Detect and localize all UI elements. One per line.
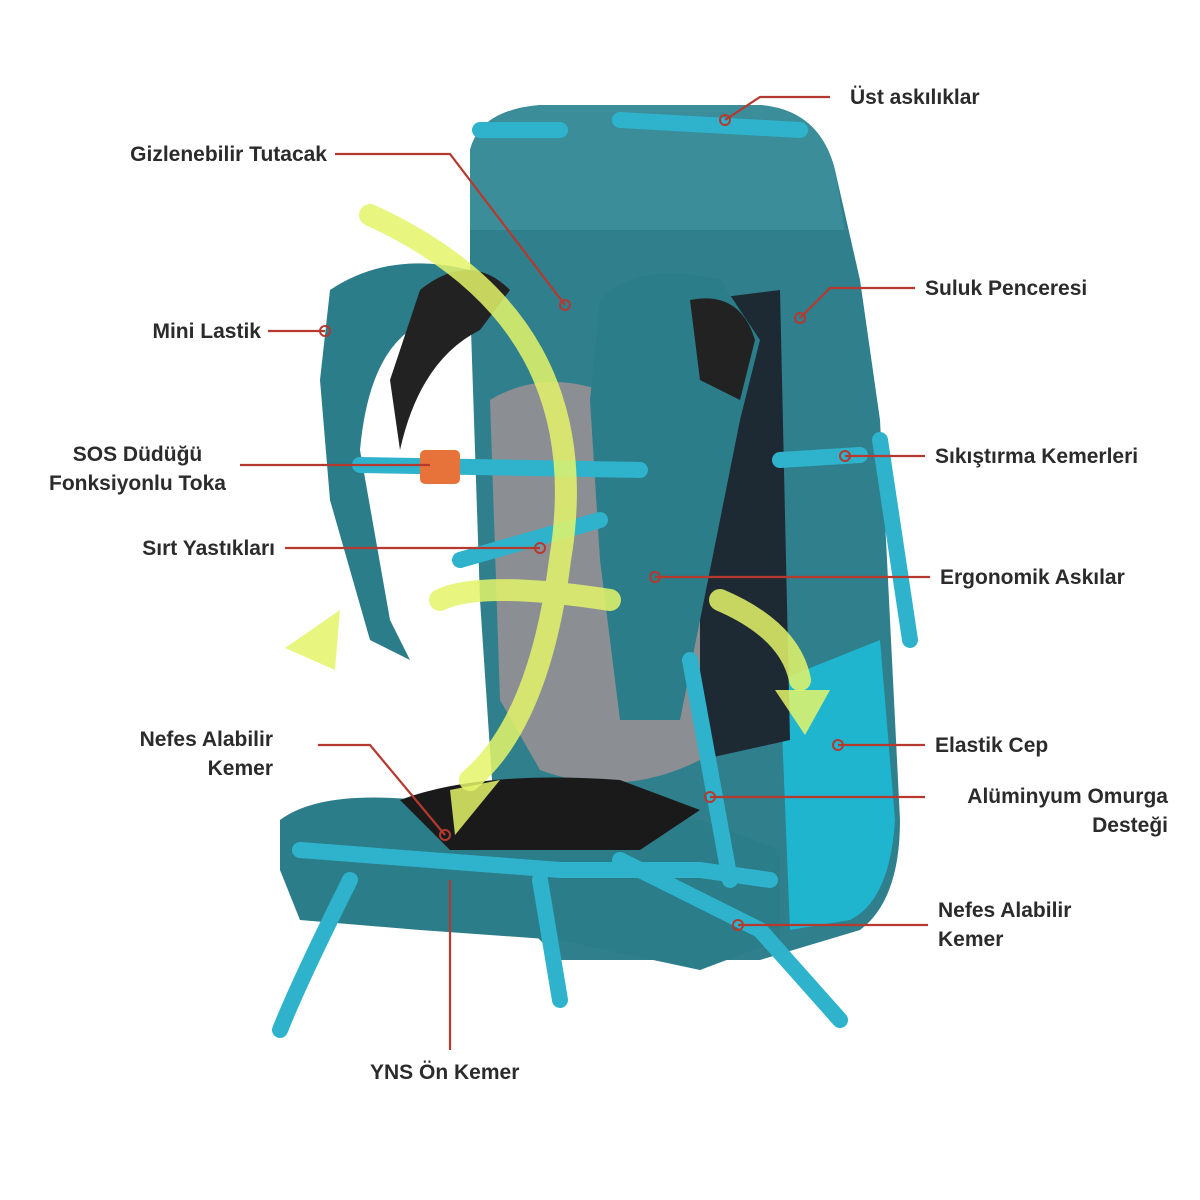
label-aluminium-frame: Alüminyum Omurga Desteği	[967, 782, 1168, 840]
leader-top-handles	[724, 95, 830, 121]
left-shoulder-strap	[320, 263, 470, 660]
leader-breathable-left	[318, 743, 446, 836]
left-strap-pad	[390, 270, 510, 450]
label-breathable-right-line1: Nefes Alabilir	[938, 899, 1072, 922]
label-breathable-left-line2: Kemer	[207, 757, 273, 780]
label-front-belt: YNS Ön Kemer	[370, 1061, 520, 1084]
label-breathable-right-line2: Kemer	[938, 928, 1004, 951]
label-compression-straps: Sıkıştırma Kemerleri	[935, 445, 1139, 468]
label-breathable-left-line1: Nefes Alabilir	[139, 728, 273, 751]
leader-dots	[319, 114, 851, 931]
label-hidden-handle: Gizlenebilir Tutacak	[130, 143, 327, 166]
label-aluminium-line2: Desteği	[1092, 814, 1168, 837]
label-aluminium-line1: Alüminyum Omurga	[967, 785, 1168, 808]
label-sos-line1: SOS Düdüğü	[72, 443, 203, 466]
label-ergonomic-straps: Ergonomik Askılar	[940, 566, 1125, 589]
arrow-head-right	[775, 690, 830, 735]
label-elastic-pocket: Elastik Cep	[935, 734, 1049, 757]
leader-hydration-port	[799, 286, 915, 319]
label-sos-buckle: SOS Düdüğü Fonksiyonlu Toka	[30, 440, 245, 498]
label-top-handles: Üst askılıklar	[850, 86, 980, 109]
label-mini-elastic: Mini Lastik	[152, 320, 261, 343]
leader-lines	[240, 95, 930, 1050]
hip-belt	[280, 797, 780, 970]
right-strap-pad	[690, 298, 755, 400]
label-back-pads: Sırt Yastıkları	[142, 537, 275, 560]
leader-hidden-handle	[335, 152, 566, 306]
label-breathable-belt-left: Nefes Alabilir Kemer	[140, 725, 273, 783]
airflow-arrows	[359, 204, 811, 791]
arrow-head-left	[285, 610, 340, 670]
arrow-head-down	[450, 780, 500, 835]
label-breathable-belt-right: Nefes Alabilir Kemer	[938, 896, 1071, 954]
label-sos-line2: Fonksiyonlu Toka	[49, 472, 226, 495]
label-hydration-port: Suluk Penceresi	[925, 277, 1088, 300]
sos-buckle	[420, 450, 460, 484]
